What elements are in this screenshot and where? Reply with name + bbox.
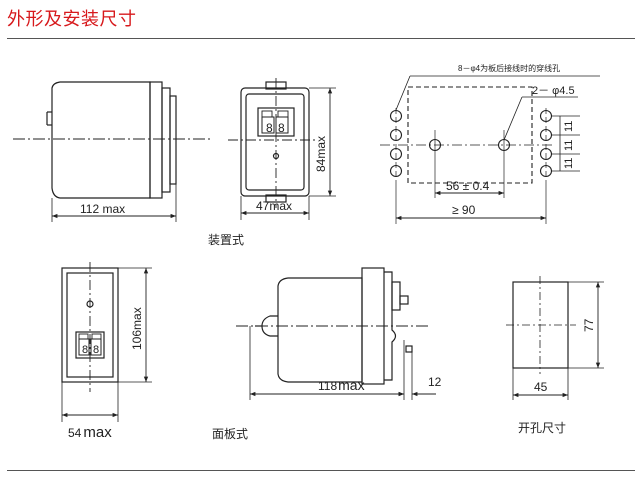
display-digit-1: 8 (266, 121, 273, 135)
dim-panel-front-height: 106max (130, 307, 144, 350)
dim-panel-side-length: 118max (318, 377, 365, 393)
bottom-divider (7, 470, 635, 471)
dim-cutout-height: 77 (582, 318, 596, 332)
page-title: 外形及安装尺寸 (7, 9, 137, 30)
dim-front-height: 84max (314, 136, 328, 172)
caption-cutout: 开孔尺寸 (518, 421, 566, 435)
front-view-mounting (228, 78, 336, 220)
dim-hole-overall: ≥ 90 (452, 203, 476, 217)
side-view-panel (236, 267, 436, 400)
display-digit-2: 8 (278, 121, 285, 135)
dim-hole-center-span: 56 ± 0.4 (446, 179, 490, 193)
panel-display-digit-1: 8 (82, 344, 88, 356)
hole-pattern (380, 75, 600, 224)
cutout-view (506, 276, 604, 400)
hole-spec: 2－ φ4.5 (532, 85, 575, 97)
dim-side-length: 112 max (80, 202, 125, 216)
dim-cutout-width: 45 (534, 380, 548, 394)
dim-front-width: 47max (256, 199, 292, 213)
hole-note: 8－φ4为板后接线时的穿线孔 (458, 63, 560, 73)
panel-display-digit-2: 8 (93, 344, 99, 356)
side-view-mounting (13, 81, 210, 222)
dim-hole-spacing-b: 11 (563, 140, 575, 151)
caption-panel-type: 面板式 (212, 427, 248, 441)
dim-panel-side-offset: 12 (428, 375, 442, 389)
dim-hole-spacing-a: 11 (563, 121, 575, 132)
dim-hole-spacing-c: 11 (563, 158, 575, 169)
caption-mounting-type: 装置式 (208, 233, 244, 247)
top-divider (7, 38, 635, 39)
front-view-panel (61, 262, 152, 422)
